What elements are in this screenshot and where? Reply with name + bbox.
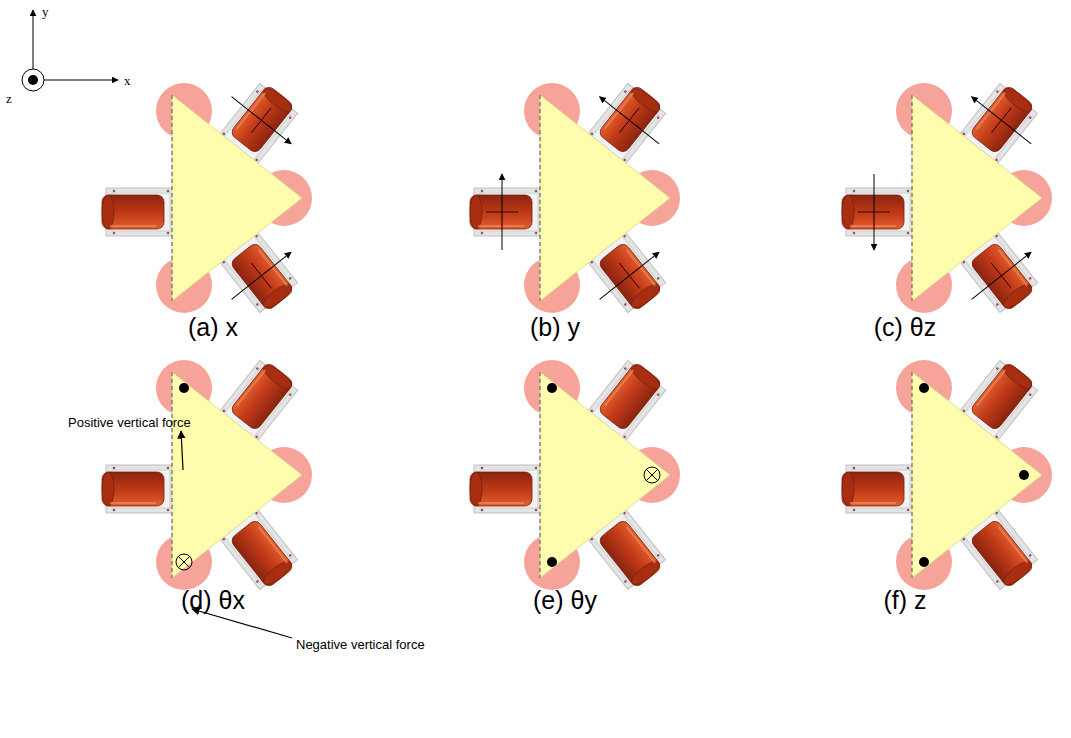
panel-caption: (e) θy — [533, 588, 597, 613]
leader-lines — [181, 431, 292, 638]
robot-panel — [470, 72, 680, 325]
panel-caption: (a) x — [188, 315, 238, 340]
robot-panel — [842, 72, 1052, 325]
triangle-body — [172, 372, 302, 578]
force-dot — [919, 557, 929, 567]
omni-wheel — [102, 188, 176, 236]
axis-label: z — [6, 92, 12, 105]
robot-panel — [102, 72, 312, 325]
omni-wheel — [102, 465, 176, 513]
omni-wheel — [470, 174, 544, 250]
triangle-body — [912, 95, 1042, 301]
force-dot — [919, 383, 929, 393]
force-dot — [547, 383, 557, 393]
axis-triad — [22, 10, 118, 91]
triangle-body — [912, 372, 1042, 578]
axis-label: y — [42, 5, 49, 18]
force-note: Positive vertical force — [68, 416, 191, 429]
force-cross — [176, 554, 192, 570]
force-dot — [547, 557, 557, 567]
force-dot — [179, 383, 189, 393]
force-note: Negative vertical force — [296, 638, 425, 651]
robot-panel — [470, 357, 680, 592]
omni-wheel — [842, 174, 916, 250]
omni-wheel — [842, 465, 916, 513]
robot-panel — [102, 357, 312, 592]
triangle-body — [540, 95, 670, 301]
axis-label: x — [124, 74, 131, 87]
triangle-body — [540, 372, 670, 578]
robot-panel — [842, 357, 1052, 592]
panel-caption: (f) z — [883, 588, 926, 613]
force-dot — [1019, 470, 1029, 480]
panel-caption: (b) y — [530, 315, 580, 340]
force-cross — [644, 467, 660, 483]
omni-wheel — [470, 465, 544, 513]
triangle-body — [172, 95, 302, 301]
panel-caption: (d) θx — [181, 588, 245, 613]
panel-caption: (c) θz — [874, 315, 937, 340]
